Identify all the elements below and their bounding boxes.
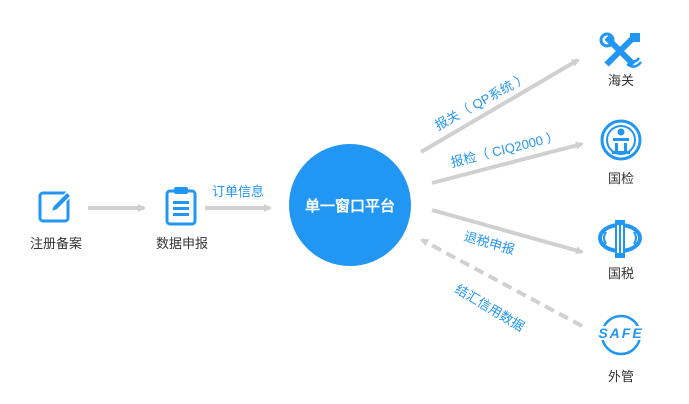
node-declare-label: 数据申报 (155, 236, 208, 251)
edit-icon (37, 187, 75, 225)
inspection-emblem-icon (599, 117, 643, 163)
arrow-hub-to-inspection (431, 141, 584, 185)
arrow-hub-to-tax (431, 208, 584, 255)
node-forex-label: 外管 (607, 369, 634, 384)
node-customs-label: 海关 (607, 73, 634, 88)
node-register-label: 注册备案 (29, 236, 82, 251)
arrow-hub-to-customs (419, 58, 580, 154)
edge-order-info-label: 订单信息 (212, 184, 265, 199)
clipboard-icon (164, 186, 198, 226)
arrow-forex-to-hub (420, 238, 583, 328)
customs-emblem-icon (599, 30, 643, 72)
node-tax-label: 国税 (607, 266, 634, 281)
hub-label: 单一窗口平台 (304, 197, 395, 215)
safe-logo-icon: SAFE (598, 312, 644, 358)
hub-platform: 单一窗口平台 (289, 144, 411, 266)
tax-emblem-icon (597, 215, 643, 261)
safe-logo-text: SAFE (598, 325, 643, 341)
node-inspection-label: 国检 (607, 171, 634, 186)
